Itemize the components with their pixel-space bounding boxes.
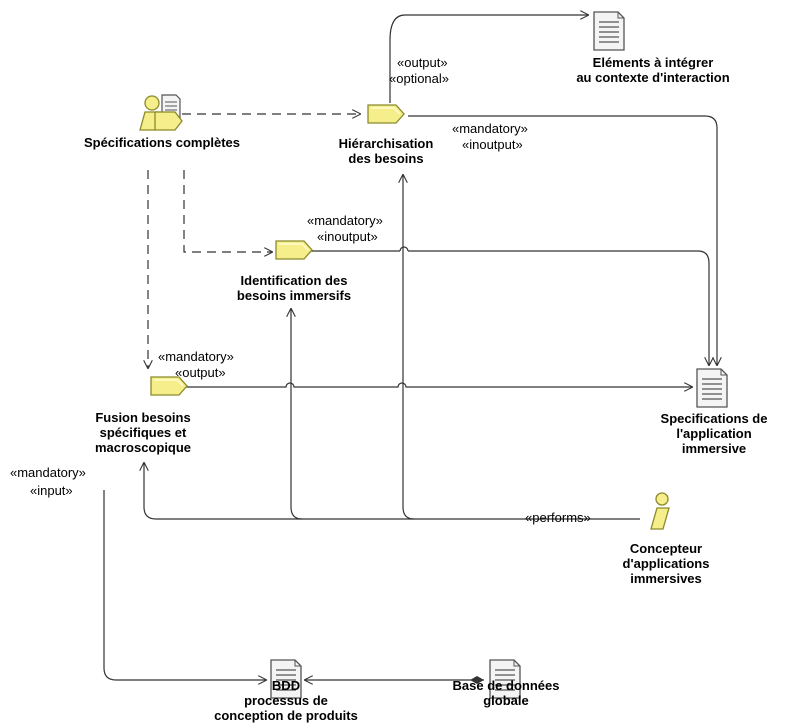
stereotype-hier-output: «output» xyxy=(397,55,448,70)
stereotype-ident-mandatory: «mandatory» xyxy=(307,213,383,228)
edge-hier-to-elements xyxy=(389,15,588,103)
edge-performs-hierarchisation xyxy=(403,175,415,520)
stereotype-bdd-input: «input» xyxy=(30,483,73,498)
label-specifications-completes: Spécifications complètes xyxy=(83,135,241,150)
stereotype-performs: «performs» xyxy=(525,510,591,525)
document-icon-specifications[interactable] xyxy=(696,368,728,408)
edge-specs-to-ident xyxy=(183,170,272,252)
stereotype-fusion-output: «output» xyxy=(175,365,226,380)
stereotype-fusion-mandatory: «mandatory» xyxy=(158,349,234,364)
role-icon-concepteur[interactable] xyxy=(650,492,670,530)
edge-performs-identification xyxy=(291,309,303,520)
stereotype-hier-mandatory: «mandatory» xyxy=(452,121,528,136)
stereotype-hier-optional: «optional» xyxy=(389,71,449,86)
edge-hop xyxy=(399,246,409,252)
edge-hier-to-specs xyxy=(408,115,717,365)
edge-fusion-to-bdd xyxy=(103,490,266,680)
stereotype-ident-inoutput: «inoutput» xyxy=(317,229,378,244)
task-icon-hierarchisation[interactable] xyxy=(367,104,405,124)
connection-lines xyxy=(103,15,717,680)
stereotype-bdd-mandatory: «mandatory» xyxy=(10,465,86,480)
document-icon-elements[interactable] xyxy=(593,11,625,51)
edge-performs-fusion xyxy=(144,463,640,520)
edge-fusion-to-specs xyxy=(186,382,692,387)
role-documents-icon[interactable] xyxy=(139,94,183,131)
stereotype-hier-inoutput: «inoutput» xyxy=(462,137,523,152)
task-icon-identification[interactable] xyxy=(275,240,313,260)
edge-ident-to-specs xyxy=(311,250,709,365)
dashed-links xyxy=(148,114,360,368)
